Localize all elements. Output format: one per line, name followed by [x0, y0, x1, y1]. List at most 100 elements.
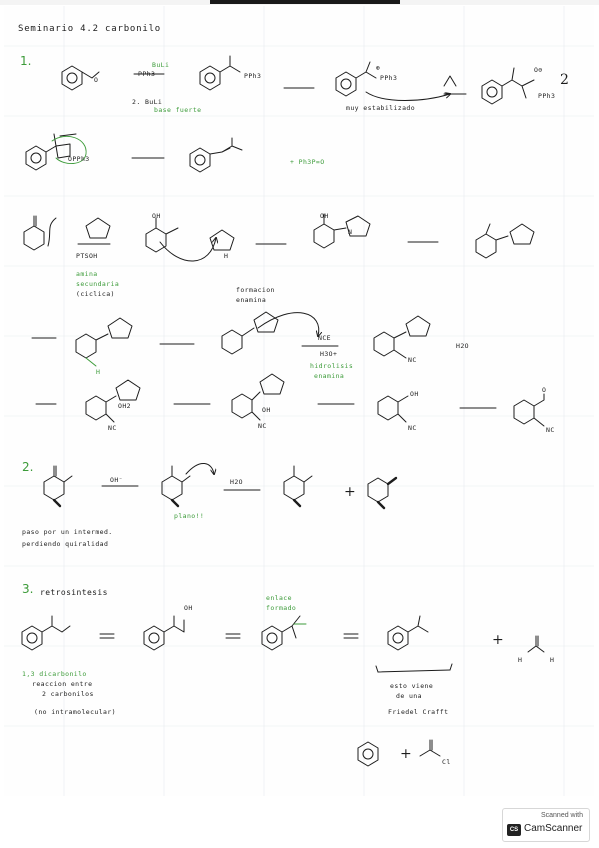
- page-grid: [4, 6, 594, 796]
- benzaldehyde-structure: [61, 65, 100, 91]
- de-una-note: de una: [396, 692, 422, 700]
- no-intramolecular-note: (no intramolecular): [34, 708, 116, 716]
- plus-sign-s2: +: [344, 484, 356, 500]
- chlorine-atom: Cl: [442, 758, 451, 766]
- ylide-charges: ⊕: [376, 64, 381, 72]
- nc-label-2: NC: [108, 424, 117, 432]
- hidrolisis-enamina-label: enamina: [314, 372, 345, 380]
- water-reagent: H2O: [230, 478, 243, 486]
- h-label-1: H: [224, 252, 229, 260]
- intermediate-note-1: paso por un intermed.: [22, 528, 113, 536]
- benzene: [357, 741, 379, 767]
- buli-reagent: BuLi: [152, 61, 170, 69]
- amino-alcohol: [231, 373, 285, 421]
- betaine-squiggle: 2: [560, 72, 569, 88]
- aldol-intermediate: [143, 615, 185, 651]
- section-3-number: 3.: [22, 582, 34, 596]
- section-2-number: 2.: [22, 460, 34, 474]
- iminium: [75, 317, 133, 367]
- retrosintesis-title: retrosintesis: [40, 588, 108, 597]
- nh-label: N: [348, 228, 353, 236]
- oh-label-2: OH: [320, 212, 329, 220]
- oh-label-s3: OH: [184, 604, 193, 612]
- step-2-buli: 2. BuLi: [132, 98, 163, 106]
- carbonyl-reagent: [443, 75, 457, 87]
- camscanner-brand: CamScanner: [524, 823, 583, 834]
- h-atom-right: H: [550, 656, 555, 664]
- betaine-right-structure: [481, 67, 535, 105]
- dicarbonyl-note: 1,3 dicarbonilo: [22, 670, 87, 678]
- carbinolamine-left: [145, 217, 216, 262]
- pyrrolidine-reagent: [85, 217, 111, 239]
- o-label-product: O: [542, 386, 547, 394]
- h3o-label: H3O+: [320, 350, 338, 358]
- top-bar: [0, 0, 599, 5]
- underline-bracket: [377, 669, 451, 673]
- friedel-crafts-note: Friedel Crafft: [388, 708, 449, 716]
- oh-label-1: OH: [152, 212, 161, 220]
- hemiaminal: [313, 213, 371, 249]
- intermediate-note-2: perdiendo quiralidad: [22, 540, 109, 548]
- product-isomer-1: [283, 465, 313, 508]
- notebook-page: Seminario 4.2 carbonilo 1. O BuLi PPh3 2…: [4, 6, 594, 796]
- hidrolisis-label: hidrolisis: [310, 362, 354, 370]
- dos-carbonilos-note: 2 carbonilos: [42, 690, 94, 698]
- nc-label-5: NC: [546, 426, 555, 434]
- oxaphosphetane-pph3: OPPh3: [68, 155, 90, 163]
- pph3-reagent: PPh3: [138, 70, 156, 78]
- green-circle-highlight: [51, 136, 87, 164]
- betaine-structure: [335, 61, 450, 101]
- betaine-pph3-label: PPh3: [380, 74, 398, 82]
- betaine-right-pph3: PPh3: [538, 92, 556, 100]
- betaine-alkoxide: O⊖: [534, 66, 543, 74]
- top-bar-dark-strip: [210, 0, 400, 4]
- oh-label-3: OH: [262, 406, 271, 414]
- nc-label-3: NC: [258, 422, 267, 430]
- phosphine-oxide-byproduct: + Ph3P=O: [290, 158, 325, 166]
- cyclohexanone-1: [23, 215, 45, 251]
- nce-reagent: NCE: [318, 334, 331, 342]
- camscanner-logo-icon: CS: [507, 824, 521, 836]
- ptsoh-catalyst: PTSOH: [76, 252, 98, 260]
- product-isomer-2: [367, 476, 398, 510]
- curly-bracket: [47, 217, 57, 247]
- ylide-pph3-label: PPh3: [244, 72, 262, 80]
- enolate-disconnection: [261, 615, 307, 651]
- oxaphosphetane-structure: [25, 133, 77, 171]
- formado-label: formado: [266, 604, 297, 612]
- plus-sign-s3: +: [492, 632, 504, 648]
- alkene-product: [189, 137, 243, 173]
- chemistry-drawings: [21, 55, 545, 767]
- formaldehyde: [527, 635, 545, 653]
- acetophenone: [387, 615, 429, 651]
- chiral-ketone: [43, 465, 73, 508]
- enlace-label: enlace: [266, 594, 292, 602]
- pyrrolidine-ring-mid: [209, 229, 235, 251]
- h-atom-left: H: [518, 656, 523, 664]
- oh2-label: OH2: [118, 402, 131, 410]
- camscanner-watermark: Scanned with CS CamScanner: [502, 808, 590, 842]
- reaccion-entre-note: reaccion entre: [32, 680, 93, 688]
- retro-arrow-2: [225, 633, 241, 639]
- hydroxide-reagent: OH⁻: [110, 476, 123, 484]
- retro-arrow-1: [99, 633, 115, 639]
- page-title: Seminario 4.2 carbonilo: [18, 24, 162, 34]
- enamina-label: enamina: [236, 296, 267, 304]
- scanned-with-text: Scanned with: [540, 812, 583, 819]
- protonated-hemiaminal: [475, 223, 535, 259]
- ciclica-label: (ciclica): [76, 290, 115, 298]
- ylide-structure: [199, 55, 241, 91]
- enamine: [221, 311, 319, 355]
- h-label-iminium: H: [96, 368, 101, 376]
- plano-note: plano!!: [174, 512, 205, 520]
- enolate-intermediate: [161, 463, 214, 508]
- carbonyl-o-label: O: [94, 76, 99, 84]
- bracket-ends: [375, 663, 453, 673]
- iminium-nitrile: [373, 315, 431, 359]
- cyanoketone-product: [513, 393, 545, 427]
- nc-label-1: NC: [408, 356, 417, 364]
- amina-label: amina: [76, 270, 98, 278]
- oh-label-4: OH: [410, 390, 419, 398]
- base-fuerte-note: base fuerte: [154, 106, 202, 114]
- formacion-label: formacion: [236, 286, 275, 294]
